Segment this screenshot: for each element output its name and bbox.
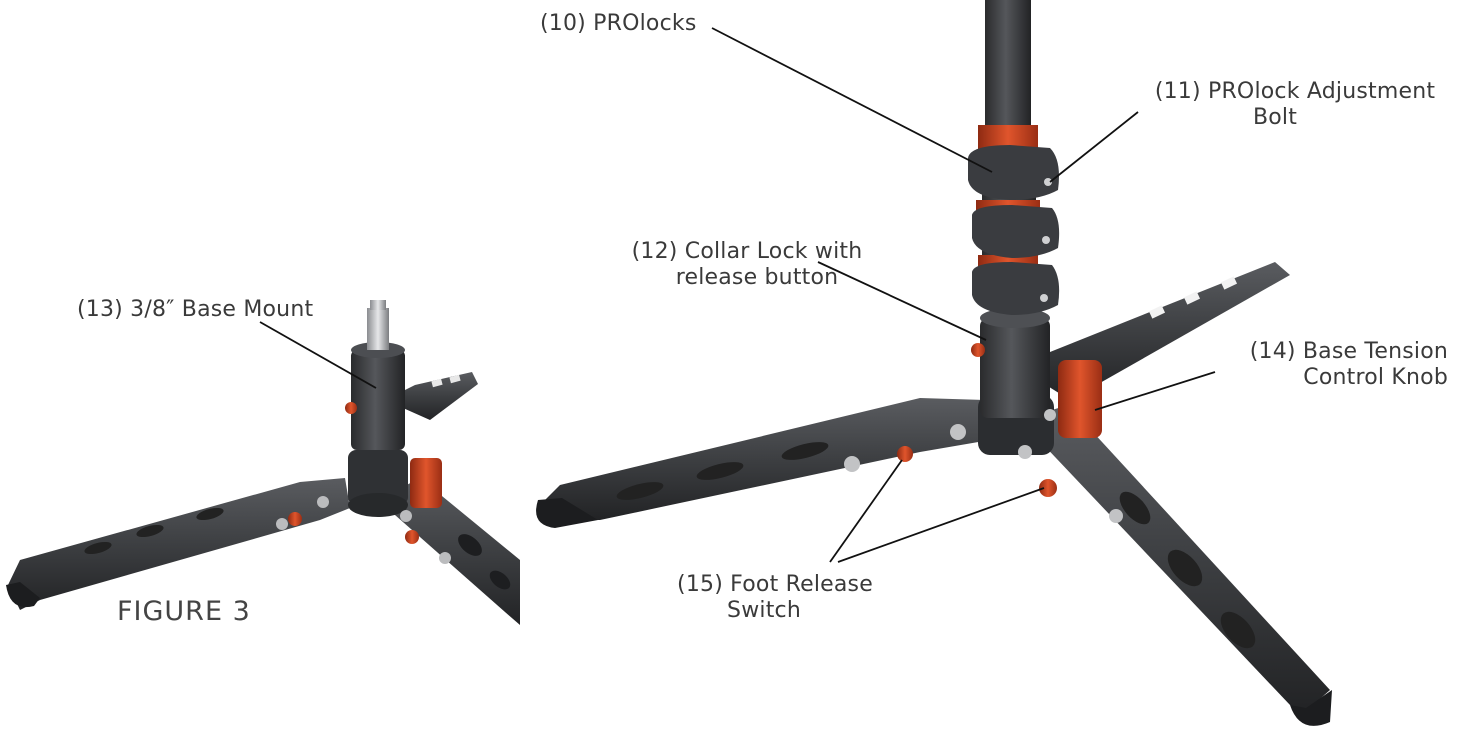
callout-base-tension-knob: (14) Base Tension Control Knob xyxy=(1150,339,1448,391)
prolock-2 xyxy=(972,205,1060,258)
callout-foot-release-switch-line1: (15) Foot Release xyxy=(677,572,873,597)
leader-foot-release-2 xyxy=(837,487,1045,563)
callout-prolock-adjustment-bolt-line1: (11) PROlock Adjustment xyxy=(1154,79,1436,104)
callout-foot-release-switch: (15) Foot Release Switch xyxy=(660,572,890,624)
callout-prolocks: (10) PROlocks xyxy=(540,11,697,36)
callout-base-tension-knob-line2: Control Knob xyxy=(1303,365,1448,390)
leader-foot-release-1 xyxy=(829,459,903,563)
small-back-leg xyxy=(385,372,478,420)
leader-collar-lock xyxy=(817,261,987,341)
prolock-3 xyxy=(972,262,1060,315)
monopod-pole xyxy=(985,0,1031,130)
tension-knob xyxy=(1058,360,1102,438)
leader-tension-knob xyxy=(1094,371,1216,411)
figure-label: FIGURE 3 xyxy=(117,596,251,627)
callout-base-tension-knob-line1: (14) Base Tension xyxy=(1249,339,1448,364)
monopod-illustration xyxy=(536,0,1332,726)
callout-collar-lock-line1: (12) Collar Lock with xyxy=(631,239,863,264)
callout-collar-lock-line2: release button xyxy=(675,265,839,290)
large-left-leg xyxy=(540,398,990,520)
callout-collar-lock: (12) Collar Lock with release button xyxy=(582,239,912,291)
small-left-leg xyxy=(8,478,350,610)
callout-prolock-adjustment-bolt: (11) PROlock Adjustment Bolt xyxy=(1130,79,1460,131)
callout-foot-release-switch-line2: Switch xyxy=(727,598,801,623)
leader-lines xyxy=(259,27,1216,563)
prolock-1 xyxy=(968,145,1059,200)
small-right-leg xyxy=(378,478,520,625)
leader-prolocks xyxy=(711,27,993,173)
callout-prolock-adjustment-bolt-line2: Bolt xyxy=(1252,105,1298,130)
callout-base-mount: (13) 3/8″ Base Mount xyxy=(77,297,314,322)
leader-base-mount xyxy=(259,321,377,389)
leader-adjustment-bolt xyxy=(1049,111,1139,183)
small-base-illustration xyxy=(6,300,520,625)
